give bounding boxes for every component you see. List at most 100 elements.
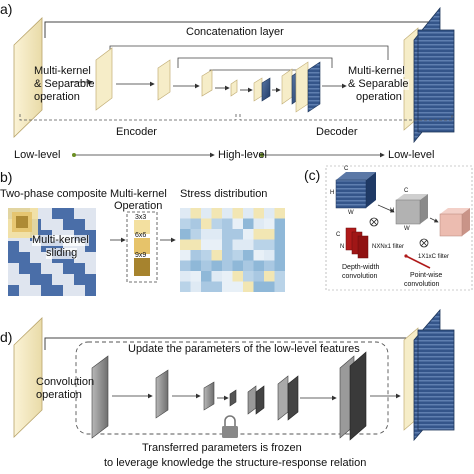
d-conv-op-2: operation — [36, 389, 82, 401]
stress-cell — [274, 271, 285, 282]
encoder-slab-4 — [230, 79, 238, 97]
panel-c-frame — [325, 165, 473, 291]
c-dim-c3: C — [336, 232, 341, 238]
kernel-3x3 — [134, 220, 150, 234]
stress-cell — [222, 239, 233, 250]
stress-cell — [232, 271, 243, 282]
d-gray-6b — [287, 375, 299, 421]
b-title-stress: Stress distribution — [180, 188, 268, 200]
panel-a — [13, 6, 455, 158]
c-dim-c2: C — [404, 188, 409, 194]
kernel-9x9 — [134, 258, 150, 276]
composite-cell — [19, 241, 30, 252]
stress-cell — [243, 271, 254, 282]
d-frozen-1: Transferred parameters is frozen — [142, 442, 302, 454]
d-gray-2 — [155, 369, 169, 419]
b-sliding-1: Multi-kernel — [32, 234, 89, 246]
concat-title: Concatenation layer — [186, 26, 284, 38]
stress-cell — [180, 271, 191, 282]
composite-cell — [8, 263, 19, 274]
level-high: High-level — [218, 149, 267, 161]
stress-cell — [264, 239, 275, 250]
encoder-brace — [19, 114, 237, 121]
stress-cell — [264, 208, 275, 219]
stress-cell — [243, 250, 254, 261]
b-title-operation-1: Multi-kernel — [110, 188, 167, 200]
d-gray-4 — [229, 389, 237, 407]
composite-cell — [63, 274, 74, 285]
composite-cell — [52, 263, 63, 274]
encoder-slab-1 — [95, 47, 113, 111]
stress-cell — [264, 260, 275, 271]
panel-a-label: a) — [0, 1, 13, 17]
a-right-op-2: & Separable — [348, 78, 409, 90]
composite-cell — [85, 285, 96, 296]
composite-cell — [19, 274, 30, 285]
kernel-6x6 — [134, 238, 150, 254]
stress-cell — [243, 208, 254, 219]
stress-cell — [243, 239, 254, 250]
c-dim-h2: H — [390, 208, 395, 214]
c-filter-dw: NXNx1 filter — [372, 244, 405, 250]
arrow-c1 — [377, 204, 395, 213]
stress-cell — [180, 250, 191, 261]
composite-cell — [30, 285, 41, 296]
b-title-operation-2: Operation — [114, 200, 163, 212]
d-input-slab — [13, 317, 43, 438]
encoder-slab-3 — [201, 69, 213, 97]
stress-cell — [274, 250, 285, 261]
stress-cell — [222, 229, 233, 240]
skip-line-2 — [177, 57, 333, 68]
stress-cell — [211, 260, 222, 271]
kernel-6x6-label: 6x6 — [135, 232, 147, 239]
decoder-slab-3a — [295, 61, 309, 113]
c-filter-pw: 1X1xC filter — [418, 254, 450, 260]
decoder-label: Decoder — [316, 126, 358, 138]
stress-cell — [211, 250, 222, 261]
arrow-c2 — [429, 217, 439, 223]
d-update-title: Update the parameters of the low-level f… — [128, 343, 360, 355]
composite-cell — [52, 285, 63, 296]
panel-b — [8, 208, 285, 296]
a-left-op-2: & Separable — [34, 78, 95, 90]
kernel-9x9-label: 9x9 — [135, 252, 147, 259]
composite-cell — [74, 263, 85, 274]
composite-cell — [19, 252, 30, 263]
stress-cell — [211, 281, 222, 292]
d-frozen-2: to leverage knowledge the structure-resp… — [104, 457, 367, 469]
stress-cell — [232, 208, 243, 219]
stress-cell — [243, 229, 254, 240]
stress-cell — [222, 260, 233, 271]
stress-cell — [253, 218, 264, 229]
stress-cell — [253, 239, 264, 250]
stress-cell — [274, 229, 285, 240]
stress-cell — [201, 218, 212, 229]
stress-cell — [243, 260, 254, 271]
stress-cell — [190, 271, 201, 282]
depthwise-filters — [345, 227, 369, 259]
stress-cell — [201, 281, 212, 292]
b-sliding-2: sliding — [46, 247, 78, 259]
composite-cell — [85, 230, 96, 241]
composite-cell — [30, 241, 41, 252]
stress-cell — [180, 208, 191, 219]
stress-cell — [211, 239, 222, 250]
composite-cell — [41, 285, 52, 296]
c-depthwidth-2: convolution — [342, 273, 378, 280]
composite-cell — [63, 263, 74, 274]
stress-cell — [201, 260, 212, 271]
stress-cell — [264, 271, 275, 282]
c-depthwidth-1: Depth-width — [342, 264, 380, 271]
composite-cell — [52, 219, 63, 230]
encoder-input-slab — [13, 17, 43, 138]
decoder-brace — [239, 114, 453, 121]
composite-cell — [30, 252, 41, 263]
stress-cell — [201, 250, 212, 261]
pointwise-filter — [404, 254, 431, 269]
composite-cell — [74, 208, 85, 219]
kernel-overlay — [16, 216, 28, 228]
decoder-slab-2a — [281, 68, 293, 105]
stress-cell — [190, 239, 201, 250]
level-low-2: Low-level — [388, 149, 435, 161]
stress-cell — [232, 239, 243, 250]
